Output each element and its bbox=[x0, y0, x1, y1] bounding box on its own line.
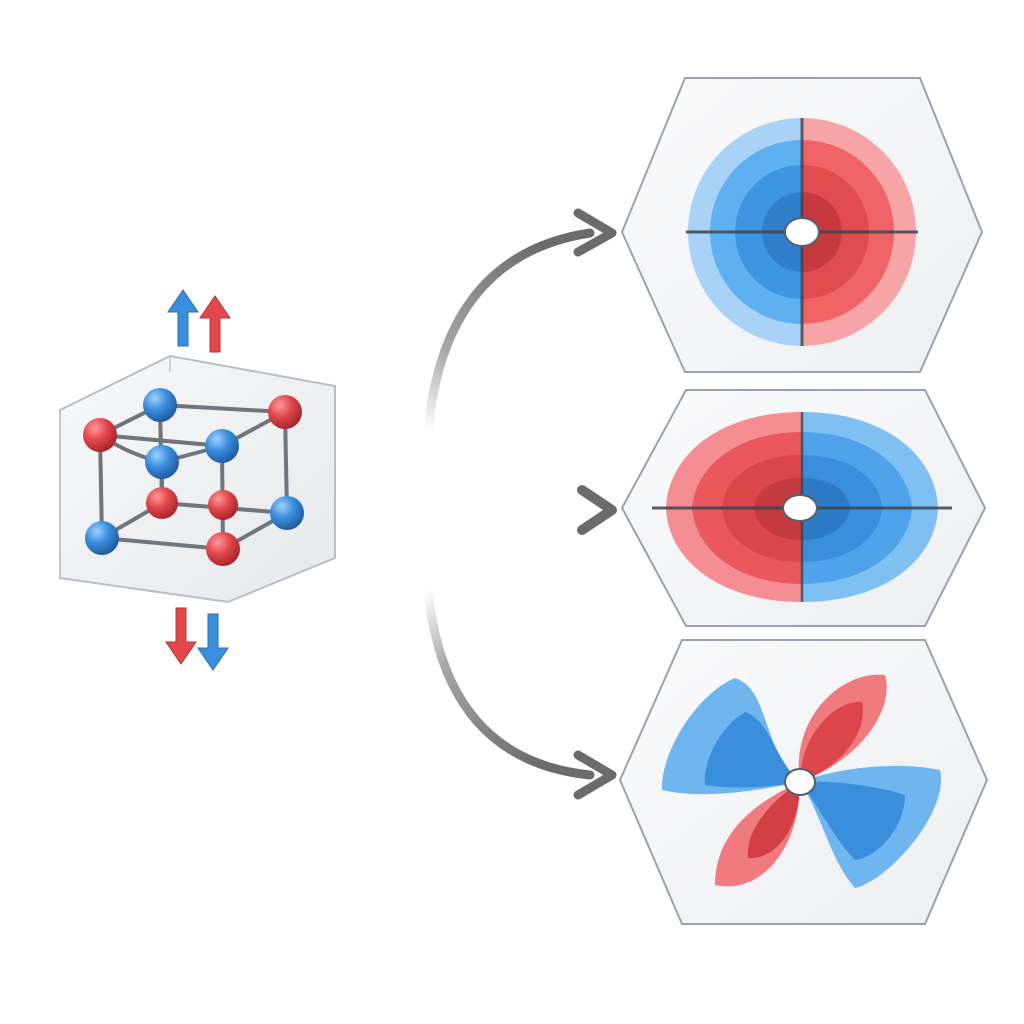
atom-node bbox=[206, 532, 240, 566]
atom-node bbox=[268, 395, 302, 429]
crystal-cube bbox=[59, 354, 336, 604]
atom-node bbox=[205, 429, 239, 463]
arrow-up-icon bbox=[199, 295, 231, 353]
atom-node bbox=[143, 388, 177, 422]
core-hole bbox=[784, 217, 820, 247]
panel-top bbox=[620, 77, 984, 373]
curved-arrow-icon bbox=[423, 208, 617, 435]
straight-arrow-icon bbox=[354, 485, 617, 535]
panel-bottom bbox=[618, 639, 989, 925]
panel-middle bbox=[620, 389, 987, 627]
atom-node bbox=[270, 496, 304, 530]
arrow-down-icon bbox=[197, 613, 229, 671]
atom-node bbox=[83, 418, 117, 452]
spin-up-arrows bbox=[167, 289, 231, 353]
core-hole bbox=[782, 494, 818, 522]
atom-node bbox=[208, 490, 238, 520]
core-hole bbox=[784, 768, 816, 796]
atom-node bbox=[146, 487, 178, 519]
flow-arrows bbox=[354, 208, 617, 800]
lattice-nodes bbox=[83, 388, 304, 566]
orbital-pattern bbox=[661, 674, 942, 888]
orbital-pattern bbox=[652, 412, 952, 602]
spin-down-arrows bbox=[165, 607, 229, 671]
arrow-down-icon bbox=[165, 607, 197, 665]
orbital-pattern bbox=[686, 118, 918, 346]
atom-node bbox=[145, 445, 179, 479]
arrow-up-icon bbox=[167, 289, 199, 347]
curved-arrow-icon bbox=[423, 585, 617, 800]
atom-node bbox=[85, 521, 119, 555]
